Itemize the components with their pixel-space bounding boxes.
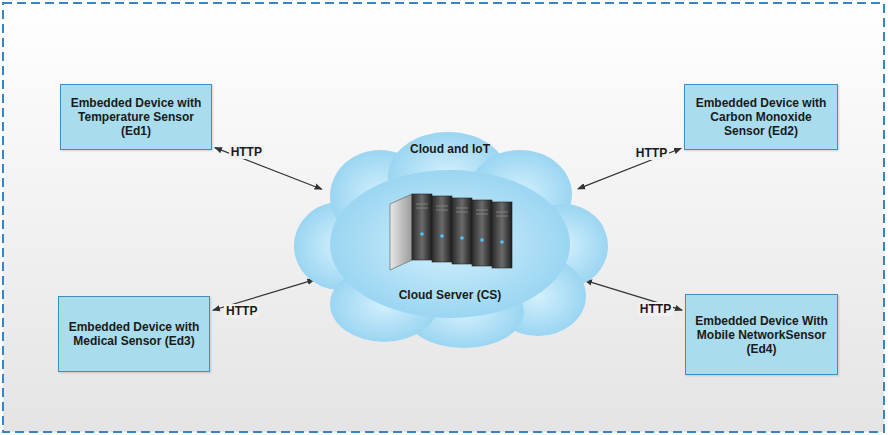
server-icon	[388, 190, 514, 275]
server-rack	[390, 194, 512, 270]
device-box: Embedded Device With Mobile NetworkSenso…	[685, 294, 838, 375]
device-box: Embedded Device with Temperature Sensor …	[60, 84, 212, 150]
device-label: Embedded Device With Mobile NetworkSenso…	[694, 314, 829, 356]
dashed-frame	[3, 3, 884, 432]
protocol-label: HTTP	[224, 304, 259, 318]
device-label: Embedded Device with Medical Sensor (Ed3…	[67, 320, 201, 348]
device-label: Embedded Device with Carbon Monoxide Sen…	[693, 96, 829, 138]
device-label: Embedded Device with Temperature Sensor …	[69, 96, 203, 138]
device-box: Embedded Device with Carbon Monoxide Sen…	[684, 84, 838, 150]
cloud-title: Cloud and IoT	[288, 142, 612, 156]
protocol-label: HTTP	[229, 145, 264, 159]
protocol-label: HTTP	[634, 146, 669, 160]
server-label: Cloud Server (CS)	[288, 288, 612, 302]
protocol-label: HTTP	[638, 302, 673, 316]
device-box: Embedded Device with Medical Sensor (Ed3…	[58, 296, 210, 372]
